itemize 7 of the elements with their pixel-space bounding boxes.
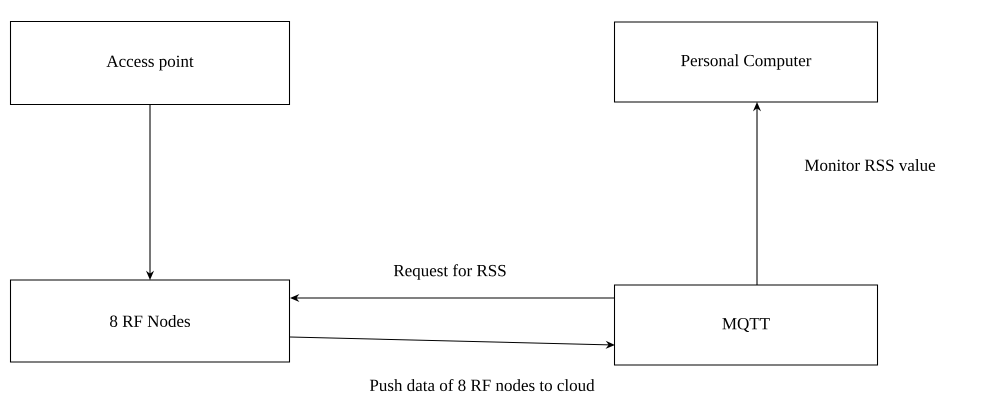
- process-box: Access point: [10, 20, 290, 106]
- edge-label: Request for RSS: [392, 262, 508, 282]
- process-box: Personal Computer: [614, 21, 878, 103]
- process-box: MQTT: [614, 284, 878, 366]
- process-box: 8 RF Nodes: [10, 279, 290, 363]
- edge-label: Monitor RSS value: [803, 158, 937, 172]
- edge-label: Push data of 8 RF nodes to cloud: [368, 378, 596, 392]
